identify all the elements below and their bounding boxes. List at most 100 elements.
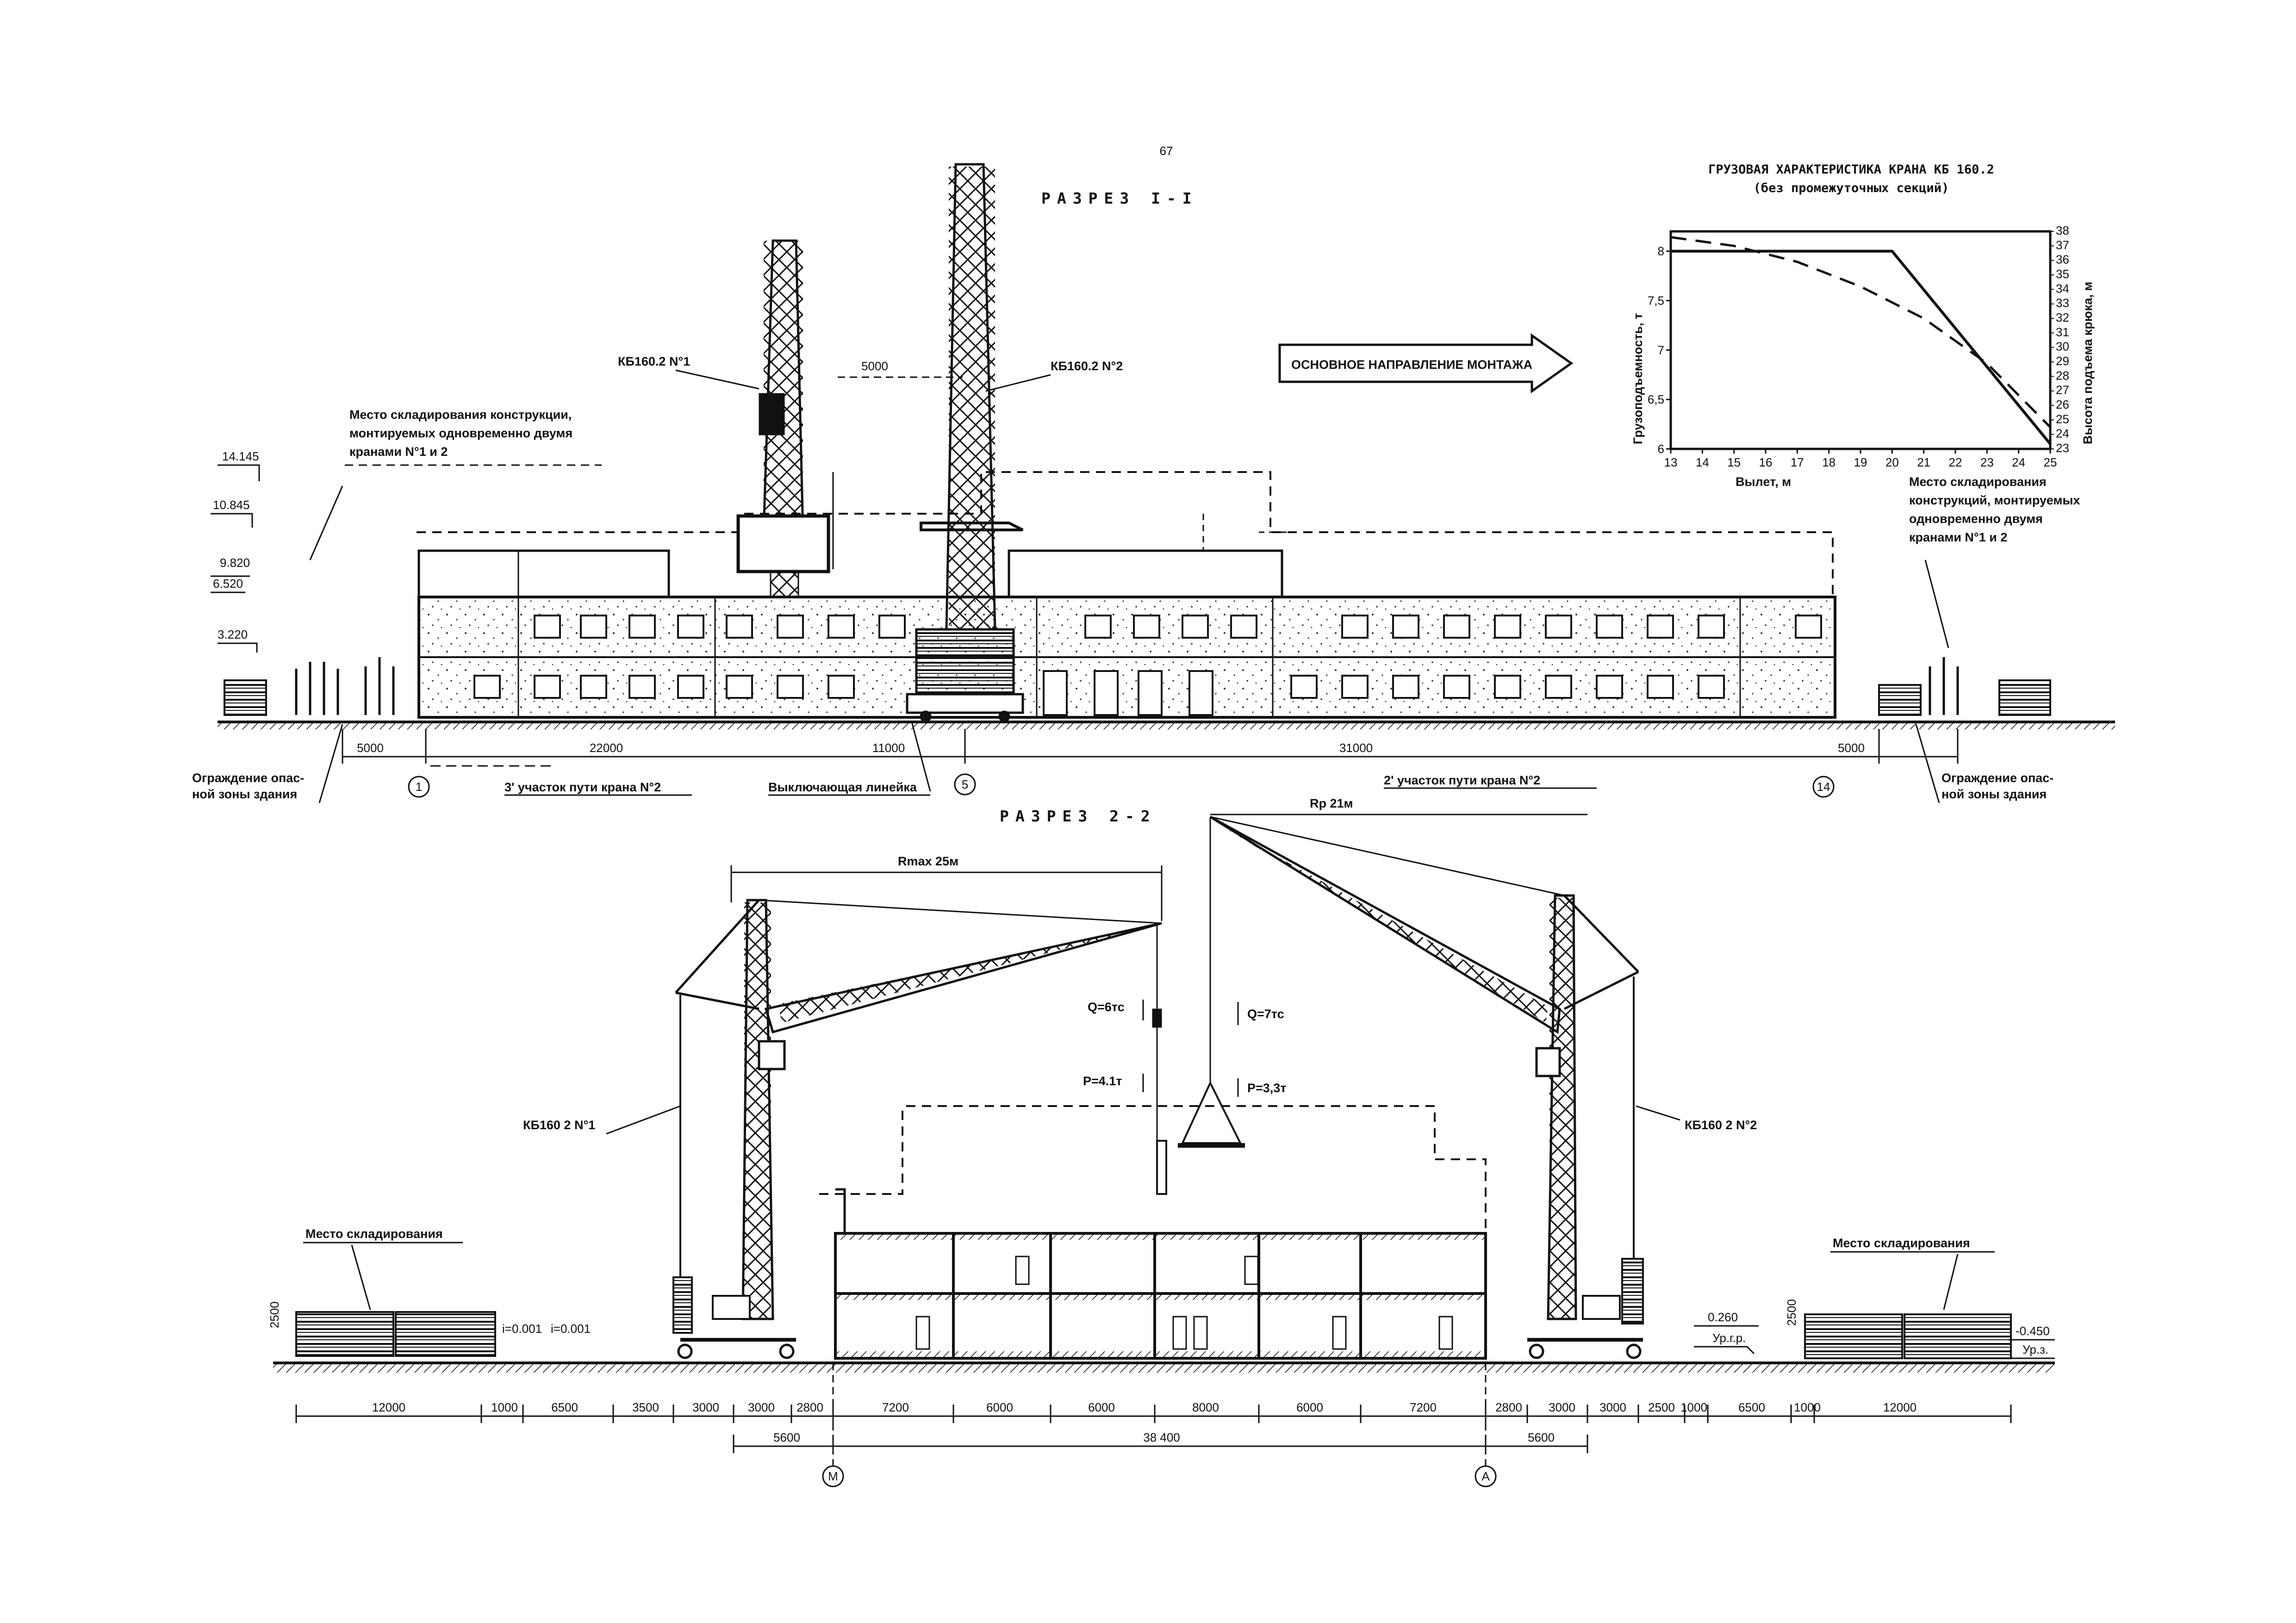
svg-text:6000: 6000 bbox=[1088, 1400, 1115, 1414]
section-2-cross: РАЗРЕЗ 2-2 bbox=[268, 796, 2055, 1487]
x-tick-label: 13 bbox=[1664, 455, 1678, 469]
svg-text:Место складирования: Место складирования bbox=[1909, 475, 2047, 489]
svg-text:1000: 1000 bbox=[491, 1400, 518, 1414]
svg-text:Q=7тс: Q=7тс bbox=[1247, 1007, 1284, 1021]
svg-text:3000: 3000 bbox=[748, 1400, 775, 1414]
svg-text:5600: 5600 bbox=[773, 1430, 800, 1444]
x-tick-label: 15 bbox=[1727, 455, 1741, 469]
building-elevation bbox=[417, 471, 1836, 719]
building-section bbox=[819, 1105, 1487, 1360]
dimension-line-2: 12000 1000 6500 3500 3000 3000 2800 7200… bbox=[295, 1400, 2012, 1453]
load-labels: Q=6тс P=4.1т Q=7тс P=3,3т bbox=[1083, 1000, 1287, 1097]
plot-frame bbox=[1669, 230, 2052, 450]
page-number: 67 bbox=[1160, 144, 1173, 158]
x-tick-label: 19 bbox=[1854, 455, 1867, 469]
svg-text:2800: 2800 bbox=[796, 1400, 823, 1414]
svg-text:6000: 6000 bbox=[1296, 1400, 1323, 1414]
crane-gap: 5000 bbox=[861, 359, 888, 373]
level-grp: 0.260 bbox=[1708, 1310, 1738, 1324]
crane-2-label: КБ160.2 N°2 bbox=[1051, 359, 1123, 373]
hook-height-line bbox=[1670, 236, 2051, 428]
svg-text:1000: 1000 bbox=[1680, 1400, 1707, 1414]
svg-text:6500: 6500 bbox=[1738, 1400, 1765, 1414]
x-tick-label: 17 bbox=[1791, 455, 1804, 469]
y-tick-label: 7 bbox=[1658, 343, 1664, 357]
svg-text:3000: 3000 bbox=[692, 1400, 719, 1414]
svg-text:P=4.1т: P=4.1т bbox=[1083, 1074, 1122, 1088]
chart-series bbox=[1670, 236, 2052, 445]
y2-tick-label: 29 bbox=[2056, 354, 2069, 368]
section-1-elevation: РАЗРЕЗ I-I bbox=[192, 163, 2115, 803]
svg-text:1000: 1000 bbox=[1794, 1400, 1821, 1414]
y2-tick-label: 36 bbox=[2056, 253, 2069, 267]
x-tick-label: 21 bbox=[1917, 455, 1930, 469]
level-z-tag: Ур.з. bbox=[2022, 1343, 2048, 1356]
svg-text:11000: 11000 bbox=[872, 741, 905, 755]
svg-text:2800: 2800 bbox=[1495, 1400, 1522, 1414]
chart-title: ГРУЗОВАЯ ХАРАКТЕРИСТИКА КРАНА КБ 160.2 bbox=[1708, 162, 1994, 177]
axis-bubble-a: А bbox=[1475, 1363, 1497, 1487]
svg-text:Ограждение опас-: Ограждение опас- bbox=[192, 771, 304, 785]
svg-text:10.845: 10.845 bbox=[213, 498, 250, 512]
svg-text:6.520: 6.520 bbox=[213, 577, 243, 591]
slope-left: i=0.001 bbox=[502, 1322, 542, 1336]
crane-2-elevation bbox=[906, 163, 1024, 722]
svg-text:5000: 5000 bbox=[357, 741, 384, 755]
svg-text:Q=6тс: Q=6тс bbox=[1088, 1000, 1125, 1014]
y2-tick-label: 25 bbox=[2056, 412, 2069, 426]
level-marks: 14.145 10.845 9.820 6.520 3.220 bbox=[211, 449, 260, 653]
svg-text:14: 14 bbox=[1817, 780, 1830, 794]
svg-text:8000: 8000 bbox=[1192, 1400, 1219, 1414]
svg-text:ной зоны здания: ной зоны здания bbox=[192, 787, 297, 801]
x-tick-label: 22 bbox=[1949, 455, 1962, 469]
storage-section-right: Место складирования bbox=[1804, 1236, 2012, 1359]
svg-text:38 400: 38 400 bbox=[1143, 1430, 1180, 1444]
y2-tick-label: 30 bbox=[2056, 340, 2069, 354]
svg-text:3000: 3000 bbox=[1599, 1400, 1626, 1414]
section-1-title: РАЗРЕЗ I-I bbox=[1041, 189, 1198, 207]
svg-text:Место складирования: Место складирования bbox=[305, 1227, 443, 1241]
crane-1-section-label: КБ160 2 N°1 bbox=[523, 1118, 595, 1132]
svg-text:7200: 7200 bbox=[1410, 1400, 1437, 1414]
x-tick-label: 25 bbox=[2044, 455, 2057, 469]
svg-text:6000: 6000 bbox=[986, 1400, 1013, 1414]
capacity-line bbox=[1671, 249, 2052, 445]
crane-1-profile bbox=[672, 899, 1162, 1359]
svg-text:31000: 31000 bbox=[1339, 741, 1373, 755]
y-axis-label: Грузоподъемность, т bbox=[1631, 313, 1645, 444]
y-tick-label: 6,5 bbox=[1648, 392, 1664, 406]
svg-text:Rmax 25м: Rmax 25м bbox=[898, 854, 958, 868]
reach-rmax: Rmax 25м bbox=[730, 854, 1163, 921]
storage-note-right: Место складирования конструкций, монтиру… bbox=[1909, 475, 2080, 544]
height-right: 2500 bbox=[1785, 1299, 1798, 1326]
section-2-title: РАЗРЕЗ 2-2 bbox=[1000, 807, 1157, 825]
y2-tick-label: 35 bbox=[2056, 267, 2069, 281]
svg-text:кранами N°1 и 2: кранами N°1 и 2 bbox=[349, 445, 448, 459]
svg-text:3000: 3000 bbox=[1549, 1400, 1575, 1414]
crane-2-profile bbox=[1178, 815, 1644, 1359]
x-tick-label: 24 bbox=[2012, 455, 2025, 469]
axis-bubble-5: 5 bbox=[954, 773, 976, 796]
height-left: 2500 bbox=[268, 1301, 281, 1328]
y2-tick-label: 27 bbox=[2056, 383, 2069, 397]
storage-stack-right bbox=[1878, 657, 2051, 716]
svg-text:5000: 5000 bbox=[1838, 741, 1865, 755]
svg-text:М: М bbox=[828, 1469, 838, 1483]
direction-label: ОСНОВНОЕ НАПРАВЛЕНИЕ МОНТАЖА bbox=[1291, 358, 1532, 372]
crane-1-label: КБ160.2 N°1 bbox=[618, 354, 690, 368]
svg-text:6500: 6500 bbox=[551, 1400, 578, 1414]
y-tick-label: 8 bbox=[1658, 244, 1664, 258]
level-grp-tag: Ур.г.р. bbox=[1712, 1331, 1746, 1345]
y2-tick-label: 32 bbox=[2056, 311, 2069, 324]
svg-text:14.145: 14.145 bbox=[222, 449, 259, 463]
svg-text:5: 5 bbox=[962, 777, 968, 791]
storage-stack-left bbox=[224, 657, 395, 716]
svg-text:12000: 12000 bbox=[1883, 1400, 1916, 1414]
svg-text:P=3,3т: P=3,3т bbox=[1247, 1081, 1287, 1095]
fence-note-right: Ограждение опас- ной зоны здания bbox=[1941, 771, 2053, 801]
x-tick-label: 16 bbox=[1759, 455, 1773, 469]
svg-text:ной зоны здания: ной зоны здания bbox=[1941, 787, 2047, 801]
axis-bubble-m: М bbox=[822, 1363, 844, 1487]
